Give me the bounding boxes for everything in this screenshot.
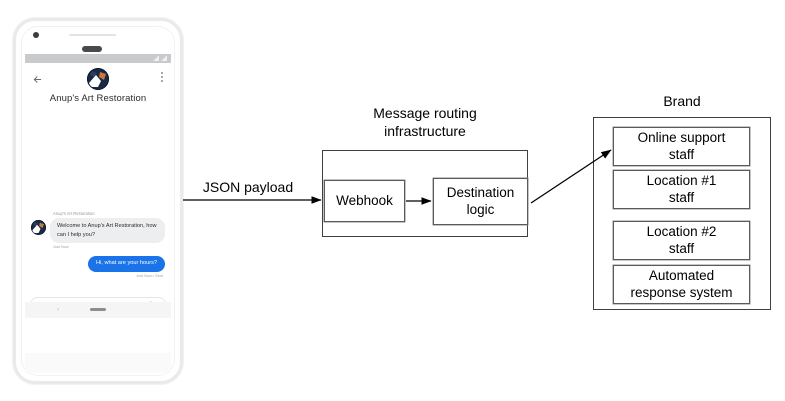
android-navigation-bar: ‹	[25, 302, 171, 318]
phone-top-bar	[16, 21, 180, 52]
message-sender-name: Anup's Art Restoration	[53, 211, 95, 217]
page-title: Anup's Art Restoration	[49, 93, 147, 104]
brand-item-line2: staff	[668, 146, 695, 162]
phone-mockup: Anup's Art Restoration Anup's Art Restor…	[13, 18, 183, 384]
brand-item-line1: Location #2	[646, 224, 717, 240]
back-arrow-icon[interactable]	[32, 72, 43, 83]
brand-item-location-2-staff: Location #2 staff	[613, 221, 750, 260]
brand-title: Brand	[663, 93, 701, 109]
chat-app-header: Anup's Art Restoration	[25, 63, 171, 116]
brand-item-online-support-staff: Online support staff	[613, 127, 750, 166]
kebab-menu-icon[interactable]	[160, 72, 163, 82]
webhook-box: Webhook	[324, 180, 405, 222]
json-payload-label: JSON payload	[202, 179, 294, 195]
destination-line2: logic	[466, 201, 495, 217]
brand-item-location-1-staff: Location #1 staff	[613, 170, 750, 209]
earpiece-icon	[82, 46, 102, 52]
phone-chin	[25, 353, 171, 373]
outgoing-message-row: Hi, what are your hours?	[31, 256, 165, 272]
routing-infrastructure-title: Message routing infrastructure	[373, 105, 477, 140]
outgoing-message-timestamp: Just Now • Sent	[136, 274, 163, 278]
front-camera-icon	[33, 32, 39, 38]
brand-item-line2: staff	[668, 240, 695, 256]
avatar-small	[31, 220, 46, 236]
incoming-message-bubble: Welcome to Anup's Art Restoration, how c…	[50, 218, 165, 244]
brand-item-line1: Online support	[637, 130, 726, 146]
destination-line1: Destination	[446, 185, 515, 201]
brand-item-automated-response-system: Automated response system	[613, 265, 750, 304]
nav-back-icon[interactable]: ‹	[57, 307, 59, 313]
brand-item-line2: staff	[668, 189, 695, 205]
phone-screen: Anup's Art Restoration Anup's Art Restor…	[25, 54, 171, 353]
brand-item-line1: Location #1	[646, 173, 717, 189]
brand-item-line2: response system	[630, 284, 733, 300]
home-pill-icon[interactable]	[90, 308, 106, 311]
message-group: Anup's Art Restoration Welcome to An	[31, 211, 165, 278]
destination-logic-box: Destination logic	[433, 178, 528, 225]
chat-message-list: Anup's Art Restoration Welcome to An	[25, 116, 171, 318]
routing-title-line1: Message routing	[373, 105, 477, 121]
wifi-icon	[161, 56, 167, 61]
signal-icon	[152, 56, 159, 61]
incoming-message-timestamp: Just Now	[53, 245, 69, 250]
brand-item-line1: Automated	[648, 268, 715, 284]
incoming-message-row: Welcome to Anup's Art Restoration, how c…	[31, 218, 165, 244]
status-bar	[25, 54, 171, 63]
avatar	[87, 68, 109, 90]
outgoing-message-bubble: Hi, what are your hours?	[88, 256, 165, 272]
speaker-grille-icon	[69, 34, 116, 36]
routing-title-line2: infrastructure	[384, 122, 466, 139]
